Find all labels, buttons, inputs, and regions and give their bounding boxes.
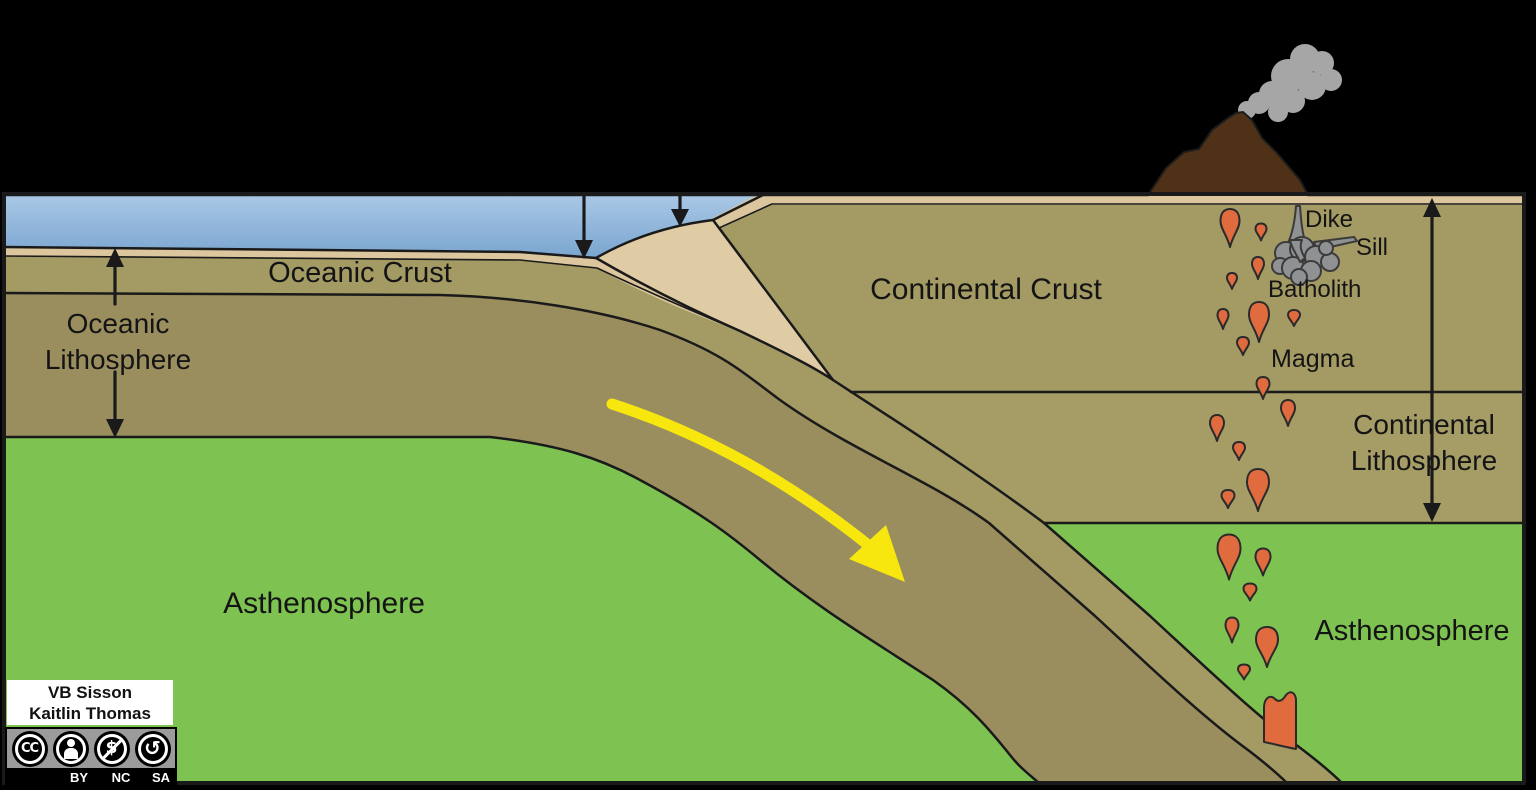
smoke-plume bbox=[1238, 44, 1342, 122]
label-continental-crust: Continental Crust bbox=[870, 273, 1102, 306]
label-oceanic-lithosphere-1: Oceanic bbox=[67, 308, 170, 339]
by-person-icon bbox=[52, 730, 89, 767]
diagram-frame bbox=[2, 192, 1526, 785]
magma-drop bbox=[1216, 533, 1242, 581]
magma-drop bbox=[1226, 272, 1238, 290]
label-dike: Dike bbox=[1305, 206, 1353, 233]
oceanic-lithosphere-extent-arrow bbox=[106, 248, 124, 438]
magma-drop bbox=[1236, 336, 1250, 356]
label-oceanic-crust: Oceanic Crust bbox=[268, 257, 452, 289]
label-asthenosphere-right: Asthenosphere bbox=[1314, 615, 1509, 647]
magma-drop bbox=[1224, 616, 1240, 644]
magma-drops bbox=[1209, 208, 1301, 681]
smoke-puff bbox=[1310, 51, 1334, 75]
magma-drop bbox=[1216, 308, 1230, 330]
by-label: BY bbox=[69, 770, 89, 785]
label-oceanic-lithosphere-2: Lithosphere bbox=[45, 344, 191, 375]
magma-source-blob bbox=[1263, 691, 1297, 750]
cc-icon: CC bbox=[11, 730, 48, 767]
magma-drop bbox=[1209, 414, 1225, 442]
trench-arrow-1 bbox=[575, 195, 593, 259]
magma-drop bbox=[1246, 468, 1270, 512]
magma-drop bbox=[1242, 582, 1258, 602]
asthenosphere-right-region bbox=[1044, 523, 1524, 784]
smoke-puff bbox=[1268, 102, 1288, 122]
subduction-direction-arrow bbox=[606, 398, 905, 582]
wedge-left-line bbox=[594, 218, 715, 260]
surface-cap-bottom-line bbox=[718, 203, 1525, 229]
credit-line1: VB Sisson bbox=[47, 682, 133, 702]
magma-drop bbox=[1254, 222, 1268, 242]
magma-drop bbox=[1220, 489, 1236, 509]
magma-drop bbox=[1280, 399, 1296, 427]
smoke-puff bbox=[1281, 89, 1305, 113]
label-batholith: Batholith bbox=[1268, 276, 1361, 303]
accretionary-wedge bbox=[596, 220, 833, 380]
label-sill: Sill bbox=[1356, 234, 1388, 261]
magma-drop bbox=[1251, 256, 1265, 280]
oceanic-moho-line bbox=[2, 291, 1290, 786]
credit-box: VB Sisson Kaitlin Thomas bbox=[7, 680, 173, 725]
label-asthenosphere-left: Asthenosphere bbox=[223, 587, 425, 620]
wedge-right-fault-line bbox=[711, 218, 835, 382]
cc-license-badge: CC $ ↺ bbox=[5, 727, 177, 770]
magma-drop bbox=[1254, 547, 1272, 577]
magma-drop bbox=[1255, 626, 1279, 668]
batholith-shape bbox=[1271, 236, 1340, 286]
sa-share-alike-icon: ↺ bbox=[134, 730, 171, 767]
sa-label: SA bbox=[151, 770, 171, 785]
asthenosphere-left-region bbox=[4, 437, 1040, 784]
coast-slope-line bbox=[711, 193, 765, 222]
sediment-layer bbox=[4, 247, 740, 331]
ocean-floor-line bbox=[2, 245, 598, 260]
continental-mantle-region bbox=[851, 392, 1524, 523]
credit-line2: Kaitlin Thomas bbox=[29, 703, 151, 723]
smoke-puff bbox=[1298, 72, 1326, 100]
volcano bbox=[1146, 110, 1310, 196]
continental-lithosphere-extent-arrow bbox=[1423, 198, 1441, 522]
nc-no-dollar-icon: $ bbox=[93, 730, 130, 767]
magma-drop bbox=[1237, 663, 1251, 681]
magma-drop bbox=[1287, 309, 1301, 327]
magma-drop bbox=[1255, 376, 1271, 400]
trench-arrow-2 bbox=[671, 193, 689, 227]
slab-bottom-line bbox=[2, 435, 1042, 786]
continental-crust-region bbox=[719, 196, 1524, 392]
ocean-region bbox=[4, 195, 763, 258]
license-labels: BY NC SA bbox=[5, 770, 177, 787]
oceanic-mantle-region bbox=[4, 293, 1288, 784]
label-magma: Magma bbox=[1271, 345, 1354, 373]
igneous-intrusions bbox=[1271, 205, 1358, 286]
magma-drop bbox=[1232, 441, 1246, 461]
continental-surface-cap bbox=[711, 193, 1524, 229]
magma-drop bbox=[1219, 208, 1241, 248]
label-continental-lithosphere-1: Continental bbox=[1353, 409, 1495, 440]
nc-label: NC bbox=[111, 770, 131, 785]
magma-drop bbox=[1248, 301, 1270, 343]
label-continental-lithosphere-2: Lithosphere bbox=[1351, 445, 1497, 476]
